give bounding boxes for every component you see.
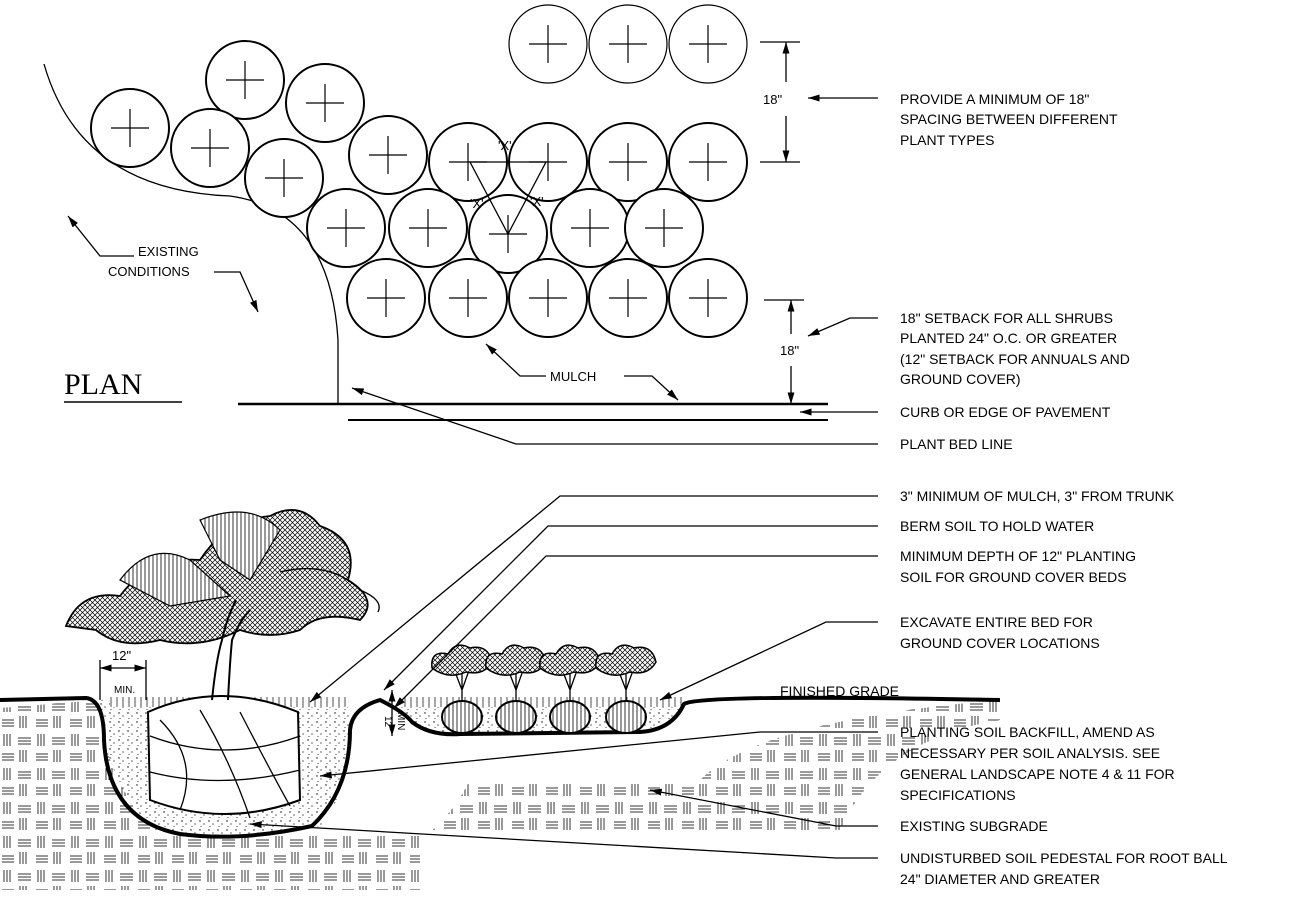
- plant-symbol: [306, 188, 386, 268]
- subgrade-lower: [0, 830, 420, 890]
- plant-symbol: [244, 138, 324, 218]
- tree-canopy-edge: [279, 567, 380, 613]
- finished-grade-line: [0, 695, 1001, 839]
- groundcover-plant: [595, 644, 657, 734]
- leader-depth: [393, 555, 878, 709]
- note-setback-3: (12" SETBACK FOR ANNUALS AND: [900, 351, 1130, 367]
- leader-berm: [383, 525, 878, 691]
- plan-title: PLAN: [64, 368, 142, 401]
- plant-symbol: [668, 4, 748, 84]
- note-pedestal-1: UNDISTURBED SOIL PEDESTAL FOR ROOT BALL: [900, 850, 1228, 866]
- plant-symbol: [508, 4, 588, 84]
- plant-symbol: [588, 122, 668, 202]
- dim-top-value: 18": [763, 92, 782, 107]
- plant-symbol: [508, 122, 588, 202]
- leader-pedestal: [249, 821, 878, 859]
- plant-symbol: [285, 63, 365, 143]
- note-curb: CURB OR EDGE OF PAVEMENT: [900, 404, 1111, 420]
- note-setback-4: GROUND COVER): [900, 371, 1021, 387]
- leader-existing-b: [214, 271, 259, 313]
- leader-mulch-b: [624, 375, 679, 401]
- leader-setback: [807, 317, 878, 337]
- plan-view: 'X' 'X' 'X' 18" 18" EXISTING CONDITIONS …: [43, 4, 878, 445]
- root-ball-wrap: [149, 709, 301, 819]
- existing-subgrade-area: [0, 700, 1000, 870]
- leader-bed-line: [351, 387, 878, 445]
- note-setback-1: 18" SETBACK FOR ALL SHRUBS: [900, 310, 1113, 326]
- tree-canopy-shade-b: [199, 511, 281, 581]
- note-bed-line: PLANT BED LINE: [900, 436, 1013, 452]
- groundcover-plant: [431, 644, 493, 734]
- finished-grade-label: FINISHED GRADE: [780, 683, 899, 699]
- plant-symbol: [346, 258, 426, 338]
- plant-symbol: [205, 40, 285, 120]
- spacing-label-right: 'X': [530, 194, 544, 209]
- note-excavate-1: EXCAVATE ENTIRE BED FOR: [900, 614, 1093, 630]
- note-pedestal-2: 24" DIAMETER AND GREATER: [900, 871, 1100, 887]
- dim-setback-value: 18": [780, 343, 799, 358]
- existing-label-2: CONDITIONS: [108, 264, 190, 279]
- note-min-spacing-1: PROVIDE A MINIMUM OF 18": [900, 91, 1089, 107]
- note-depth-2: SOIL FOR GROUND COVER BEDS: [900, 569, 1127, 585]
- leader-mulch-min: [309, 495, 878, 703]
- plant-symbol: [170, 108, 250, 188]
- plant-symbol: [550, 188, 630, 268]
- note-min-spacing-2: SPACING BETWEEN DIFFERENT: [900, 111, 1118, 127]
- tree-canopy-shade-a: [119, 552, 232, 607]
- note-backfill-2: NECESSARY PER SOIL ANALYSIS. SEE: [900, 745, 1160, 761]
- plant-symbol: [388, 188, 468, 268]
- existing-label-1: EXISTING: [138, 244, 199, 259]
- note-backfill-3: GENERAL LANDSCAPE NOTE 4 & 11 FOR: [900, 766, 1175, 782]
- plant-symbol: [624, 188, 704, 268]
- plant-symbol: [90, 88, 170, 168]
- note-excavate-2: GROUND COVER LOCATIONS: [900, 635, 1100, 651]
- existing-edge-curve: [43, 63, 339, 404]
- plant-symbol: [588, 4, 668, 84]
- note-subgrade: EXISTING SUBGRADE: [900, 818, 1048, 834]
- note-depth-1: MINIMUM DEPTH OF 12" PLANTING: [900, 548, 1136, 564]
- plant-circles: [90, 4, 748, 338]
- leader-backfill: [319, 731, 878, 779]
- spacing-triangle: [468, 161, 548, 236]
- tree-trunk: [211, 599, 251, 701]
- mulch-label: MULCH: [550, 369, 596, 384]
- plant-symbol: [588, 258, 668, 338]
- leader-excavate: [659, 621, 878, 701]
- note-mulch-min: 3" MINIMUM OF MULCH, 3" FROM TRUNK: [900, 488, 1175, 504]
- note-setback-2: PLANTED 24" O.C. OR GREATER: [900, 330, 1117, 346]
- note-berm: BERM SOIL TO HOLD WATER: [900, 518, 1094, 534]
- groundcover-plants: [431, 644, 657, 734]
- plant-symbol: [348, 115, 428, 195]
- dim12-value: 12": [112, 648, 131, 663]
- note-backfill-1: PLANTING SOIL BACKFILL, AMEND AS: [900, 724, 1155, 740]
- leader-subgrade: [649, 788, 878, 827]
- leader-mulch-a: [485, 343, 546, 377]
- plant-symbol: [668, 122, 748, 202]
- spacing-label-top: 'X': [498, 138, 512, 153]
- groundcover-plant: [539, 644, 601, 734]
- notes: PROVIDE A MINIMUM OF 18" SPACING BETWEEN…: [900, 91, 1228, 887]
- note-backfill-4: SPECIFICATIONS: [900, 787, 1016, 803]
- spacing-label-left: 'X': [470, 196, 484, 211]
- groundcover-plant: [485, 644, 547, 734]
- note-min-spacing-3: PLANT TYPES: [900, 132, 994, 148]
- plant-symbol: [508, 258, 588, 338]
- section-view: 12" MIN. 12" MIN FINISHED GRADE: [0, 495, 1001, 890]
- plant-symbol: [668, 258, 748, 338]
- dim12-min: MIN.: [114, 685, 135, 696]
- dim12v-min: MIN: [395, 712, 406, 730]
- plant-symbol: [428, 258, 508, 338]
- mulch-layer-bed: [400, 697, 684, 707]
- leader-existing-a: [67, 215, 134, 257]
- dim12v-value: 12": [382, 716, 393, 731]
